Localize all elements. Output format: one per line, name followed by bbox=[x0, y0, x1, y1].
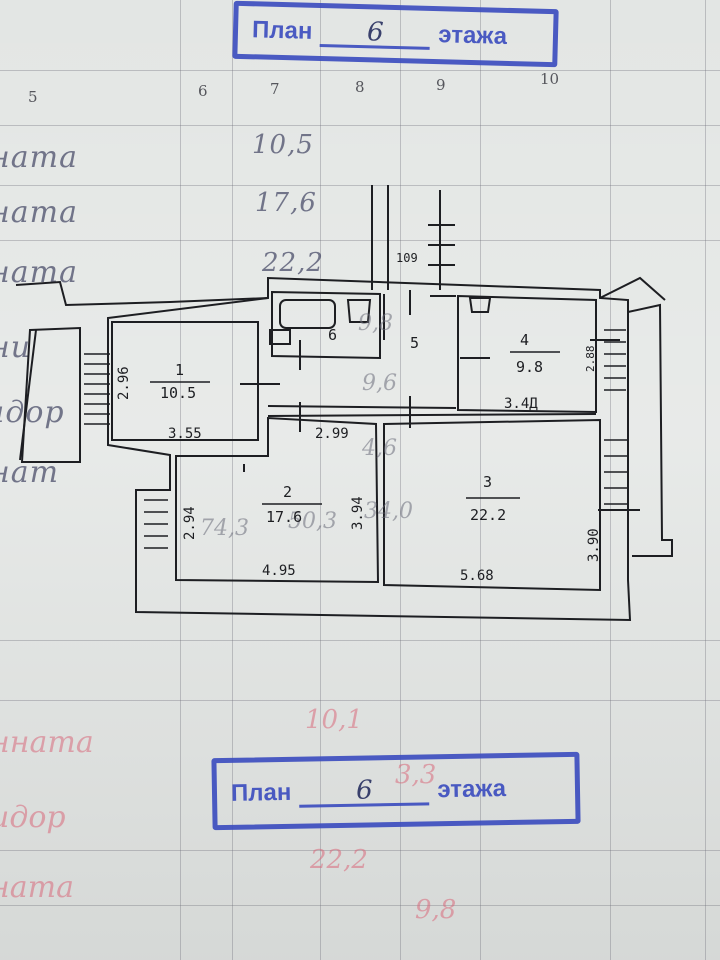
bleed-area: 9,8 bbox=[415, 895, 457, 925]
ghost-mark: 9,8 bbox=[358, 311, 393, 336]
row-area: 22,2 bbox=[262, 248, 324, 278]
room-4-area: 9.8 bbox=[516, 358, 543, 376]
corridor-wall bbox=[267, 413, 597, 417]
row-label: ни bbox=[0, 330, 32, 365]
outer-wall bbox=[599, 276, 666, 301]
door-mark bbox=[299, 290, 411, 370]
bleed-label: ната bbox=[0, 870, 74, 905]
dimension-corridor-width: 2.99 bbox=[315, 426, 349, 442]
outer-wall bbox=[15, 280, 269, 307]
grid-line bbox=[0, 70, 720, 71]
outer-wall bbox=[107, 276, 632, 622]
grid-line bbox=[0, 850, 720, 851]
window-hatch bbox=[84, 329, 628, 549]
kitchen-sink bbox=[468, 297, 492, 313]
room-1-outline bbox=[111, 321, 259, 441]
dimension-room1-width: 3.55 bbox=[168, 426, 202, 442]
column-number: 7 bbox=[270, 80, 280, 98]
grid-line bbox=[0, 185, 720, 186]
dimension-room2-height-right: 3.94 bbox=[350, 496, 366, 530]
grid-line bbox=[400, 0, 401, 960]
ghost-mark: 4,6 bbox=[361, 436, 397, 461]
toilet bbox=[269, 329, 291, 345]
row-area: 17,6 bbox=[255, 188, 317, 218]
dimension-room1-height: 2.96 bbox=[116, 366, 132, 400]
grid-line bbox=[0, 640, 720, 641]
column-number: 5 bbox=[28, 88, 38, 106]
grid-line bbox=[180, 0, 181, 960]
room-2-number: 2 bbox=[283, 483, 292, 501]
grid-line bbox=[320, 0, 321, 960]
room-3-number: 3 bbox=[483, 473, 492, 491]
door-mark bbox=[240, 339, 640, 511]
bleed-label: нната bbox=[0, 725, 94, 760]
column-number: 10 bbox=[540, 70, 560, 88]
row-label: нат bbox=[0, 455, 60, 490]
dimension-room4-height: 2.88 bbox=[584, 346, 597, 373]
room-2-area: 17.6 bbox=[266, 508, 302, 526]
dimension-room3-height: 3.90 bbox=[586, 528, 602, 562]
row-label: ната bbox=[0, 140, 78, 175]
grid-line bbox=[705, 0, 706, 960]
corridor-wall bbox=[267, 405, 457, 409]
grid-line bbox=[610, 0, 611, 960]
bleed-area: 10,1 bbox=[305, 705, 363, 735]
riser-label: 109 bbox=[396, 251, 418, 265]
bathtub bbox=[279, 299, 336, 329]
dimension-room4-width: 3.4Д bbox=[504, 396, 538, 412]
ghost-mark: 34,0 bbox=[364, 499, 413, 524]
sink bbox=[346, 299, 372, 323]
ghost-mark: 50,3 bbox=[288, 509, 337, 534]
row-label: ната bbox=[0, 195, 78, 230]
dimension-room2-width: 4.95 bbox=[262, 563, 296, 579]
grid-line bbox=[480, 0, 481, 960]
grid-line bbox=[0, 905, 720, 906]
room-4-outline bbox=[457, 294, 597, 414]
vent-marks bbox=[428, 224, 455, 266]
room-1-number: 1 bbox=[175, 361, 184, 379]
room-6-outline bbox=[271, 290, 381, 360]
bleed-area: 22,2 bbox=[310, 845, 368, 875]
stair-wall bbox=[627, 303, 673, 557]
balcony-wall bbox=[19, 329, 37, 461]
column-number: 8 bbox=[355, 78, 365, 96]
ghost-mark: 74,3 bbox=[200, 516, 249, 541]
row-area: 10,5 bbox=[252, 130, 314, 160]
room-3-outline bbox=[383, 418, 601, 592]
column-number: 9 bbox=[436, 76, 446, 94]
grid-line bbox=[0, 125, 720, 126]
dimension-room2-height-left: 2.94 bbox=[182, 506, 198, 540]
room-4-number: 4 bbox=[520, 331, 529, 349]
balcony-wall bbox=[20, 326, 81, 463]
dimension-room3-width: 5.68 bbox=[460, 568, 494, 584]
room-5-number: 5 bbox=[410, 334, 419, 352]
grid-line bbox=[0, 700, 720, 701]
room-3-area: 22.2 bbox=[470, 506, 506, 524]
bleed-area: 3,3 bbox=[395, 760, 437, 790]
riser-pipe bbox=[371, 185, 389, 290]
room-6-number: 6 bbox=[328, 326, 337, 344]
grid-line bbox=[232, 0, 233, 960]
grid-line bbox=[0, 240, 720, 241]
column-number: 6 bbox=[198, 82, 208, 100]
room-2-outline bbox=[175, 416, 380, 584]
room-1-area: 10.5 bbox=[160, 384, 196, 402]
ghost-mark: 9,6 bbox=[362, 371, 397, 396]
